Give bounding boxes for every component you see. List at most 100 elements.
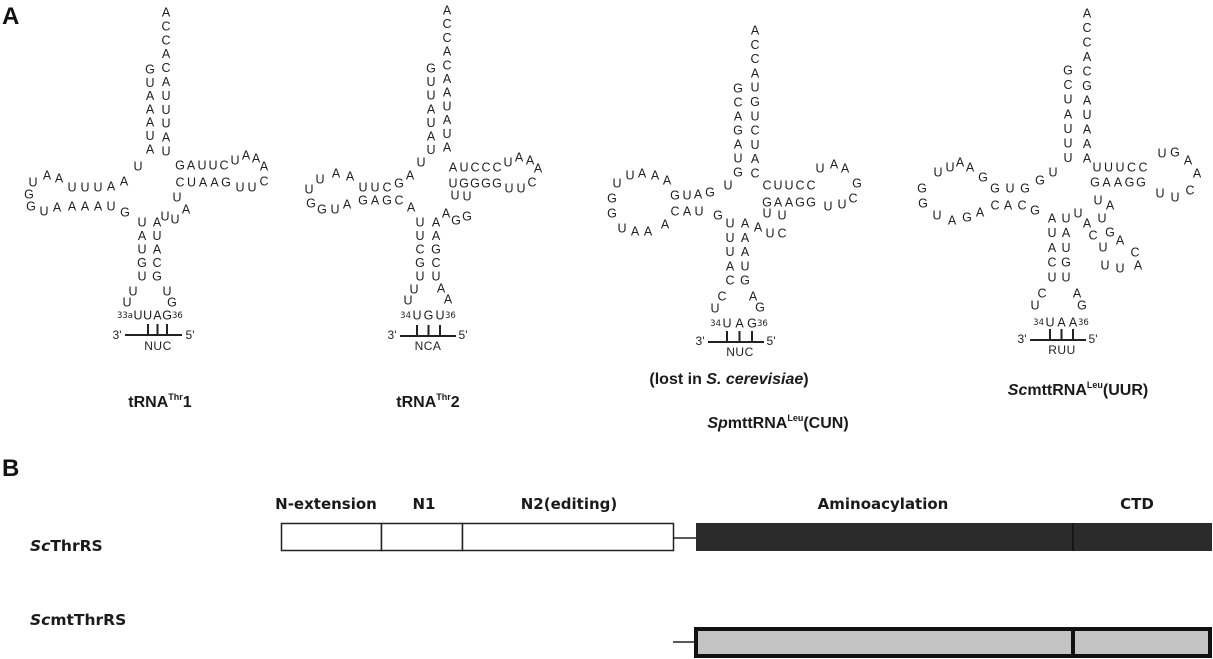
nucleotide-run: AAGCU (431, 216, 441, 284)
nucleotide-run: UUUAC (725, 217, 734, 288)
nucleotide-run: AG (1073, 287, 1087, 313)
nucleotide-run: UAG (722, 317, 756, 331)
nucleotide-run: UAAA (230, 149, 268, 174)
nucleotide-run: GCAGAUG (733, 82, 743, 180)
anticodon-end-number: 36 (172, 311, 183, 321)
n1-domain (380, 522, 464, 552)
nucleotide-run: GUUAUAU (426, 62, 436, 158)
nucleotide-run: UGAA (1157, 146, 1201, 181)
nucleotide-run: GUAG (670, 186, 715, 203)
nucleotide-run: UAUGU (1061, 212, 1071, 285)
nucleotide-run: ACCACAAUAUA (442, 4, 451, 155)
n2-editing-domain (461, 522, 675, 552)
nucleotide-run: UUCGU (415, 216, 425, 284)
nucleotide-run: ACCAUGUCUAC (750, 24, 760, 181)
five-prime-label: 5' (767, 334, 776, 348)
protein-label-scmtthrrs: ScmtThrRS (30, 611, 126, 629)
nucleotide-run: UG (162, 285, 176, 310)
panel-label-a: A (2, 3, 19, 30)
nucleotide-run: AUACG (152, 216, 162, 284)
nucleotide-run: AG (749, 290, 765, 315)
nucleotide-run: UAAG (815, 158, 861, 191)
anticodon-end-number: 36 (1078, 318, 1089, 328)
nucleotide-run: UUAA (304, 167, 354, 197)
lost-note: (lost in S. cerevisiae) (649, 371, 808, 388)
anticodon-start-number: 34 (1033, 318, 1044, 328)
nucleotide-run: GGUA (24, 188, 62, 219)
nucleotide-run: GAUUC (175, 159, 228, 173)
sc-mt-trna-leu-title: ScmttRNALeu(UUR) (1008, 380, 1148, 399)
nucleotide-run: UAUGU (137, 216, 147, 284)
anticodon-end-number: 36 (757, 319, 768, 329)
nucleotide-run: UAAA (503, 151, 542, 176)
domain-labels: N-extension N1 N2(editing) Aminoacylatio… (275, 495, 1154, 513)
sc-mt-trna-leu-structure: ACCACGAUAAAGCUAUUUUGGUGGGUUAAGUAGACACGAU… (917, 7, 1202, 358)
nucleotide-run: UUCG (358, 177, 403, 195)
nucleotide-run: UUAG (133, 309, 171, 323)
nucleotide-run: UU (450, 189, 471, 204)
nucleotide-run: AUCCC (449, 161, 502, 175)
aminoacylation-domain (696, 523, 1073, 551)
sp-mt-trna-leu-title: SpmttRNALeu(CUN) (707, 413, 848, 432)
trna-thr1-title: tRNAThr1 (128, 392, 192, 411)
nucleotide-run: CUUCC (762, 179, 815, 193)
nucleotide-run: UUAAA (612, 167, 671, 191)
nucleotide-run: CU (710, 290, 726, 316)
nucleotide-run: U (416, 156, 425, 170)
nucleotide-run: UU (122, 285, 137, 310)
domain-label-aminoacylation: Aminoacylation (818, 495, 949, 513)
three-prime-label: 3' (1018, 332, 1027, 346)
domain-label-n-extension: N-extension (275, 495, 377, 513)
three-prime-label: 3' (388, 328, 397, 342)
protein-label-scthrrs: ScThrRS (30, 537, 103, 555)
nucleotide-run: AUC (754, 221, 787, 241)
domain-label-ctd: CTD (1120, 495, 1154, 513)
nucleotide-run: UUC (235, 175, 268, 195)
nucleotide-run: UGGGG (448, 177, 501, 191)
ctd-domain (1071, 627, 1212, 658)
nucleotide-run: U (1048, 166, 1057, 180)
ctd-domain (1073, 523, 1212, 551)
anticodon-start-number: 33a (117, 311, 133, 321)
scmtthrrs-domain-bar (673, 627, 1212, 658)
nucleotide-run: GUUAA (917, 156, 975, 196)
nucleotide-run: G (713, 209, 723, 223)
nucleotide-run: UGU (412, 309, 444, 323)
nucleotide-run: A (407, 201, 416, 215)
three-prime-label: 3' (113, 328, 122, 342)
nucleotide-run: UAA (1045, 316, 1077, 330)
nucleotide-run: GGUA (306, 197, 352, 217)
nucleotide-run: U (723, 179, 732, 193)
codon-letters: NUC (144, 339, 172, 353)
anticodon-start-number: 34 (400, 311, 411, 321)
anticodon-start-number: 34 (710, 319, 721, 329)
five-prime-label: 5' (459, 328, 468, 342)
codon-letters: NUC (726, 345, 754, 359)
nucleotide-run: UUC (504, 176, 536, 196)
nucleotide-run: UAUU (160, 191, 190, 227)
nucleotide-run: AUACU (1047, 212, 1056, 285)
scthrrs-domain-bar (280, 522, 1212, 552)
nucleotide-run: GGUAAA (607, 192, 670, 239)
codon-letters: RUU (1048, 343, 1076, 357)
nucleotide-run: UAA (28, 169, 63, 190)
nucleotide-run: GGUGG (978, 171, 1045, 196)
five-prime-label: 5' (1089, 332, 1098, 346)
nucleotide-run: UUC (1155, 184, 1194, 205)
nucleotide-run: GAAGG (1090, 176, 1146, 190)
nucleotide-run: ACCACGAUAAA (1082, 7, 1092, 166)
nucleotide-run: AAAUG (740, 217, 750, 288)
nucleotide-run: UU (403, 283, 418, 308)
nucleotide-run: AA (437, 282, 453, 307)
nucleotide-run: CU (1030, 287, 1046, 313)
three-prime-label: 3' (696, 334, 705, 348)
nucleotide-run: CUAAG (175, 176, 230, 190)
nucleotide-run: GCUAUUU (1063, 64, 1073, 166)
nucleotide-run: UA (1093, 194, 1114, 213)
nucleotide-run: UUC (823, 192, 857, 214)
domain-label-n1: N1 (413, 495, 436, 513)
nucleotide-run: AGG (442, 207, 472, 228)
nucleotide-run: GUAAAUA (145, 63, 155, 157)
